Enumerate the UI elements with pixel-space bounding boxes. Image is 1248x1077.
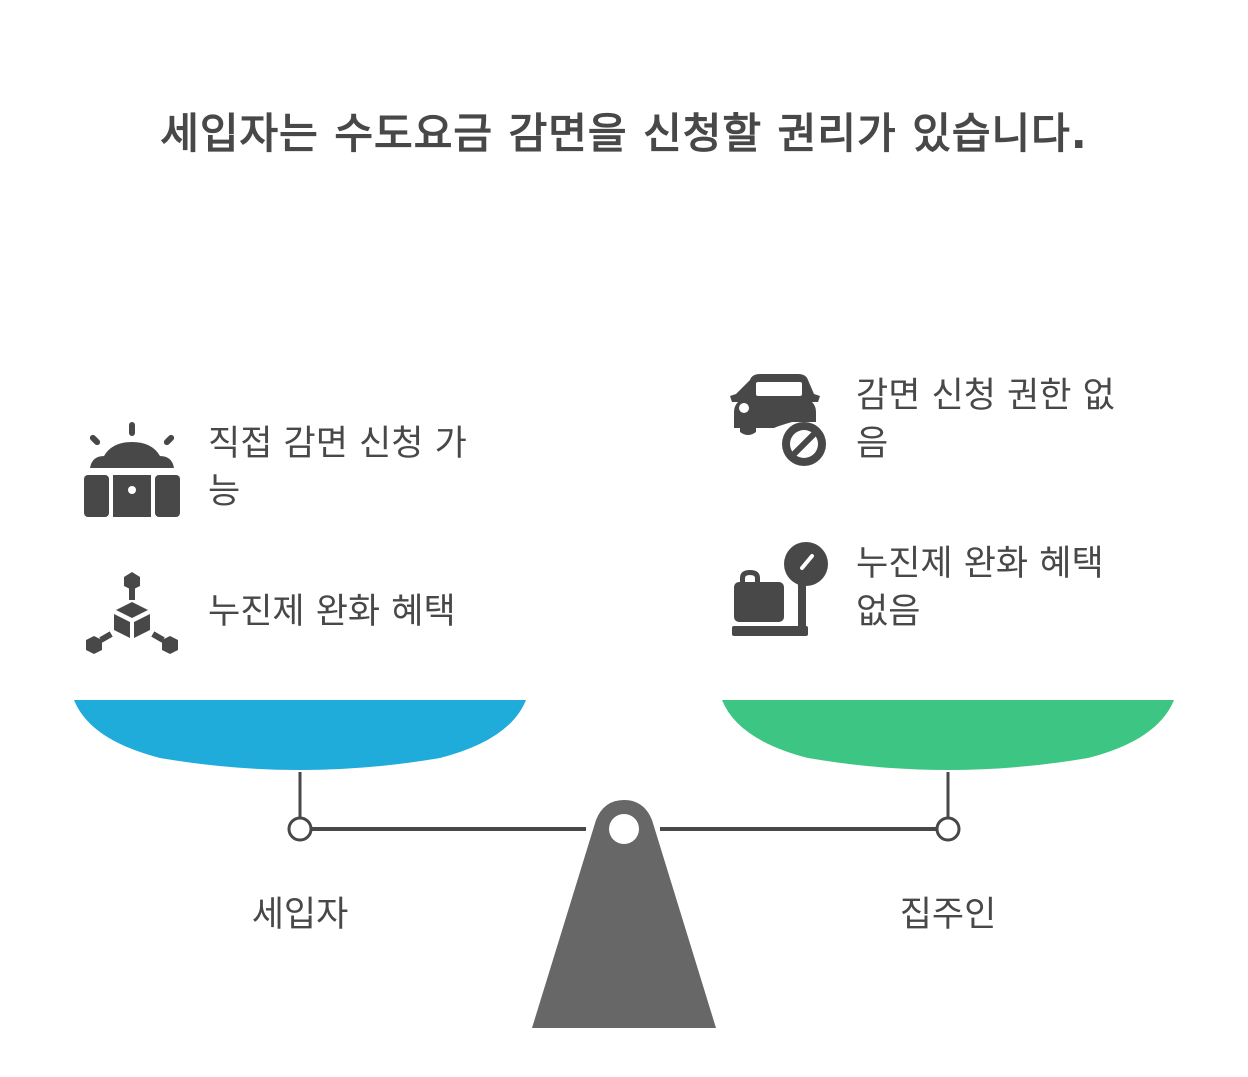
right-pan: [722, 700, 1174, 770]
fulcrum: [532, 800, 716, 1028]
diagram-title: 세입자는 수도요금 감면을 신청할 권리가 있습니다.: [160, 109, 1088, 158]
left-pan: [74, 700, 526, 770]
treasure-chest-icon: [84, 422, 180, 517]
left-item-text: 누진제 완화 혜택: [208, 592, 456, 632]
right-item-text: 감면 신청 권한 없 음: [856, 376, 1115, 464]
no-car-icon: [730, 374, 826, 466]
network-cube-icon: [86, 572, 178, 654]
right-side-label: 집주인: [899, 895, 997, 935]
left-side-label: 세입자: [251, 895, 349, 935]
left-item-text: 직접 감면 신청 가 능: [208, 424, 467, 512]
luggage-scale-icon: [732, 542, 828, 636]
right-item-text: 누진제 완화 혜택 없음: [856, 544, 1104, 632]
